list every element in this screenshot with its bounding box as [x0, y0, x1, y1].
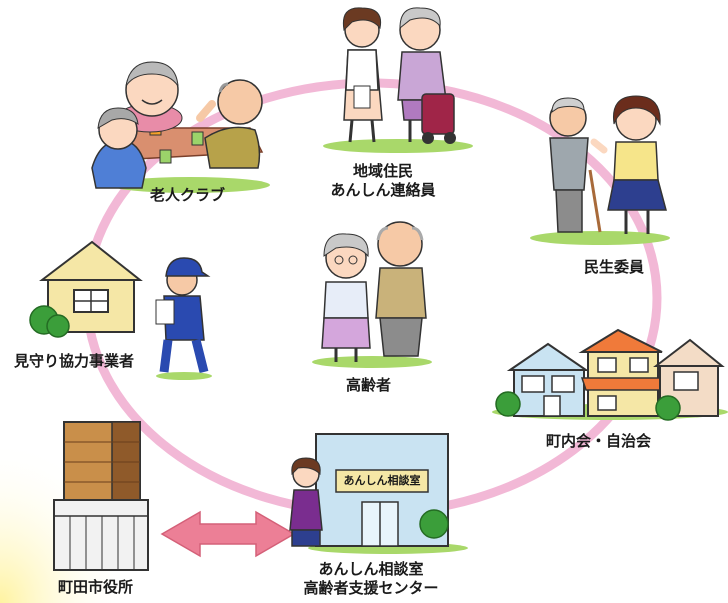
- city-hall-label: 町田市役所: [58, 578, 134, 596]
- city-hall-icon: [53, 421, 149, 571]
- watch-partner-icon: [29, 240, 212, 380]
- support-center-label-line1: あんしん相談室: [318, 560, 424, 578]
- neighborhood-assoc-label: 町内会・自治会: [546, 432, 652, 450]
- welfare-commissioner-icon: [530, 95, 670, 245]
- watch-partners-label: 見守り協力事業者: [14, 352, 135, 370]
- elders-club-label: 老人クラブ: [150, 186, 226, 204]
- senior-couple-icon: [312, 221, 432, 368]
- community-liaison-icon: [323, 7, 473, 153]
- seniors-label: 高齢者: [346, 376, 392, 394]
- support-center-label-line2: 高齢者支援センター: [303, 579, 439, 597]
- community-liaison-label: 地域住民 あんしん連絡員: [318, 162, 448, 200]
- welfare-commissioner-label: 民生委員: [584, 258, 645, 276]
- neighborhood-houses-icon: [492, 328, 728, 421]
- support-center-label: あんしん相談室 高齢者支援センター: [286, 560, 456, 598]
- elders-club-icon: [91, 61, 270, 193]
- community-liaison-label-line2: あんしん連絡員: [330, 181, 436, 199]
- support-center-icon: [289, 433, 468, 554]
- center-sign: あんしん相談室: [343, 474, 421, 487]
- community-liaison-label-line1: 地域住民: [352, 162, 413, 180]
